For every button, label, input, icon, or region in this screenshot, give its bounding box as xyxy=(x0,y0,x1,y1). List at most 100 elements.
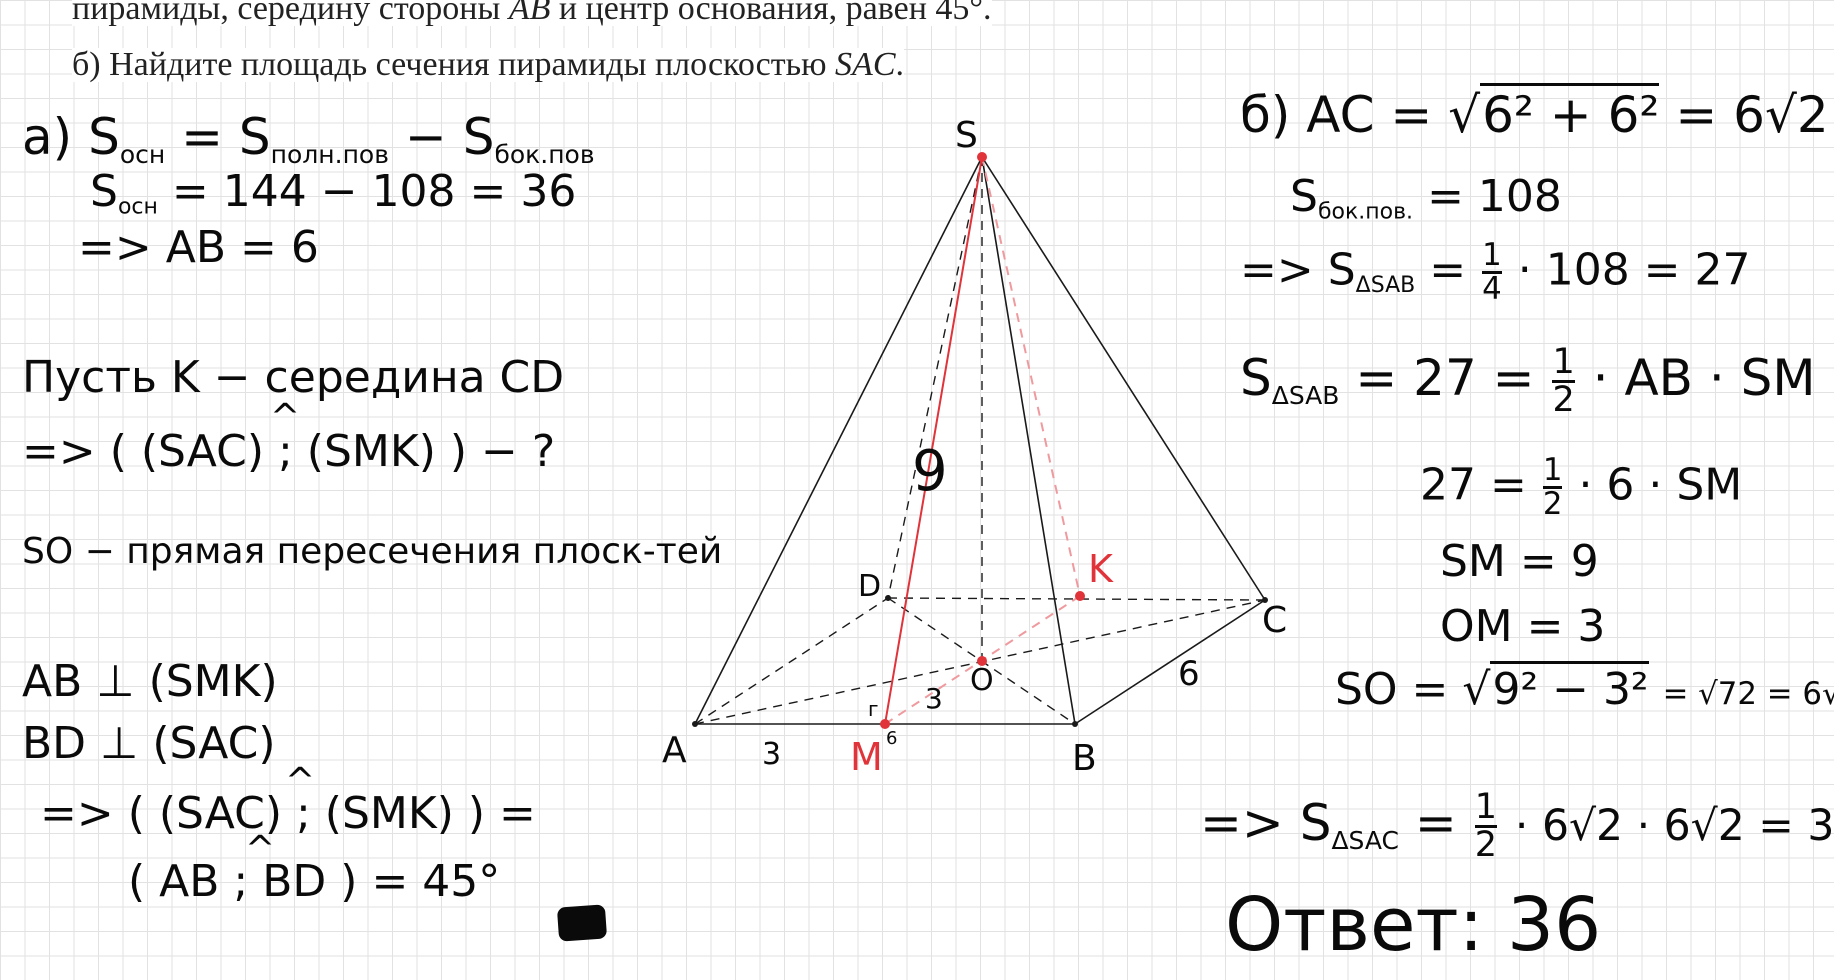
area-symbol: S xyxy=(88,108,120,166)
edge-SB xyxy=(981,156,1076,725)
lateral-area-value: = 108 xyxy=(1427,171,1562,222)
area-subscript: ΔSAB xyxy=(1271,380,1340,410)
area-symbol: S xyxy=(1290,171,1318,222)
fraction-numerator: 1 xyxy=(1542,452,1563,488)
ac-label: AC = xyxy=(1306,86,1433,144)
point-O xyxy=(977,656,987,666)
part-a-line-2: Sосн = 144 − 108 = 36 xyxy=(90,170,576,219)
area-subscript: ΔSAB xyxy=(1355,272,1416,298)
so-radicand: 9² − 3² xyxy=(1490,661,1649,715)
equals-sign: = xyxy=(1429,244,1467,296)
part-a-label: а) xyxy=(22,108,73,166)
point-K xyxy=(1075,591,1085,601)
label-six-m: 6 xyxy=(886,728,897,749)
label-three-om: 3 xyxy=(925,682,943,715)
minus-sign: − xyxy=(404,108,447,166)
area-subscript: бок.пов. xyxy=(1317,199,1414,225)
part-a-line-7: AB ⊥ (SMK) xyxy=(22,656,278,707)
equals-sign: = xyxy=(1414,794,1457,852)
area-symbol: S xyxy=(462,108,495,166)
edge-BC xyxy=(1074,599,1266,725)
implies-arrow: => xyxy=(1200,794,1284,852)
point-A xyxy=(692,721,698,727)
angle-hat-3: ^ xyxy=(245,829,276,870)
point-S xyxy=(977,152,987,162)
label-nine: 9 xyxy=(912,439,948,504)
angle-question: => ( (SAC) ; (SMK) ) − ? xyxy=(22,426,556,477)
label-six-bc: 6 xyxy=(1178,654,1200,694)
label-B: B xyxy=(1072,738,1097,779)
point-D xyxy=(885,595,891,601)
area-symbol: S xyxy=(90,166,118,217)
implies-arrow: => xyxy=(1240,244,1314,296)
segment-SK xyxy=(981,156,1081,597)
label-M: M xyxy=(850,735,883,779)
part-a-line-8: BD ⊥ (SAC) xyxy=(22,718,276,769)
triangle-area-formula: · AB · SM xyxy=(1592,349,1816,407)
fraction-denominator: 2 xyxy=(1474,825,1498,865)
part-a-line-3: => AB = 6 xyxy=(78,222,319,273)
fraction-denominator: 4 xyxy=(1482,270,1502,307)
label-A: A xyxy=(662,730,687,771)
so-label: SO = xyxy=(1335,664,1449,715)
part-b-line-7: OM = 3 xyxy=(1440,601,1606,652)
area-symbol: S xyxy=(1240,349,1272,407)
task-line-1-pre: пирамиды, середину стороны xyxy=(72,0,509,27)
angle-hat-2: ^ xyxy=(285,761,316,802)
task-line-1: пирамиды, середину стороны AB и центр ос… xyxy=(72,0,992,26)
part-a-line-10: ( AB ; BD ) = 45° xyxy=(128,856,501,907)
ac-radicand: 6² + 6² xyxy=(1480,83,1660,144)
part-b-label: б) xyxy=(1240,86,1291,144)
label-K: K xyxy=(1088,547,1114,591)
equals-sign: = 27 = xyxy=(1355,349,1535,407)
part-a-line-4: Пусть K − середина CD xyxy=(22,352,565,403)
point-M xyxy=(880,719,890,729)
area-symbol: S xyxy=(1299,794,1332,852)
label-D: D xyxy=(858,569,881,604)
hidden-edges xyxy=(694,156,1266,725)
part-a-line-1: а) Sосн = Sполн.пов − Sбок.пов xyxy=(22,112,595,167)
area-symbol: S xyxy=(238,108,271,166)
part-a-line-6: SO − прямая пересечения плоск-тей xyxy=(22,531,723,572)
equation-right: · 6 · SM xyxy=(1578,459,1743,511)
area-symbol: S xyxy=(1327,244,1356,296)
sab-area-calc: · 108 = 27 xyxy=(1517,244,1751,296)
point-B xyxy=(1072,721,1078,727)
edge-SA xyxy=(694,156,983,725)
equals-sign: = xyxy=(181,108,224,166)
task-line-1-var: AB xyxy=(508,0,551,27)
sac-area-calc: · 6√2 · 6√2 = 36 xyxy=(1514,802,1834,851)
task-line-2: б) Найдите площадь сечения пирамиды плос… xyxy=(72,48,904,82)
points xyxy=(692,152,1268,729)
part-a-line-9: => ( (SAC) ; (SMK) ) = xyxy=(40,788,536,839)
area-subscript: ΔSAC xyxy=(1331,825,1400,855)
edge-SC xyxy=(981,156,1266,601)
ac-result: = 6√2 xyxy=(1675,86,1829,144)
pyramid-edges xyxy=(694,156,1266,725)
part-a-line-5: => ( (SAC) ; (SMK) ) − ? xyxy=(22,430,555,474)
answer: Ответ: 36 xyxy=(1225,882,1602,968)
task-line-2-post: . xyxy=(895,46,905,83)
area-subscript: осн xyxy=(117,194,158,220)
area-subscript: бок.пов xyxy=(494,139,595,169)
redaction-mark xyxy=(556,904,608,942)
label-right-angle-tick: г xyxy=(868,697,879,721)
segment-SM xyxy=(884,156,983,725)
label-O: O xyxy=(970,663,994,698)
part-b-line-1: б) AC = √6² + 6² = 6√2 xyxy=(1240,83,1829,144)
equation-left: 27 = xyxy=(1420,459,1527,511)
so-result: = √72 = 6√2 xyxy=(1662,676,1834,712)
label-three-am: 3 xyxy=(762,737,781,772)
fraction-numerator: 1 xyxy=(1482,237,1502,273)
part-b-line-6: SM = 9 xyxy=(1440,536,1599,587)
area-subscript: осн xyxy=(119,139,166,169)
task-line-2-pre: б) Найдите площадь сечения пирамиды плос… xyxy=(72,46,836,83)
